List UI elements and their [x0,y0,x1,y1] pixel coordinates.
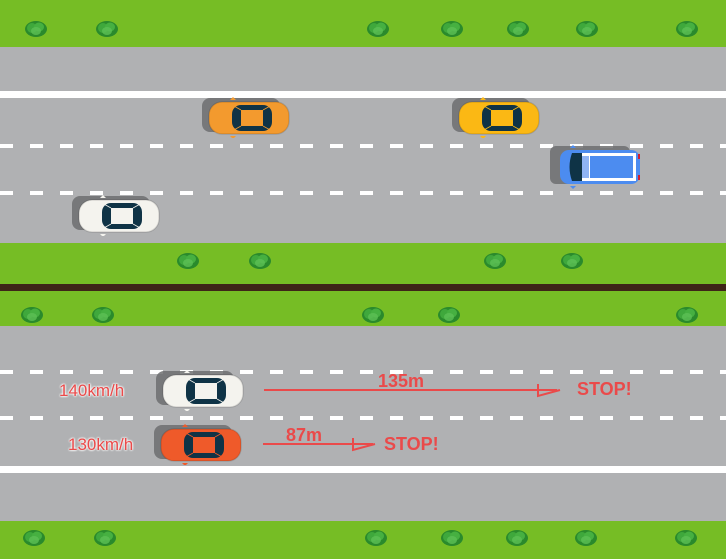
braking-arrow-fast [264,384,561,398]
arrow-head [352,438,376,452]
bush-icon [574,529,598,547]
bush-icon [575,20,599,38]
bush-icon [675,306,699,324]
bush-icon [176,252,200,270]
top-road-edge-line [0,91,726,98]
comparison-car-fast [156,369,248,411]
bush-icon [248,252,272,270]
distance-label-fast: 135m [378,371,425,391]
bush-icon [505,529,529,547]
arrow-head [537,384,561,398]
bush-icon [440,20,464,38]
top-road-lane-dashes-1 [0,144,726,148]
bush-icon [366,20,390,38]
bush-icon [24,20,48,38]
bush-icon [506,20,530,38]
stop-label-fast: STOP! [577,379,632,399]
bush-icon [361,306,385,324]
bush-icon [22,529,46,547]
bush-icon [364,529,388,547]
top-road-lane-dashes-2 [0,191,726,195]
bush-icon [20,306,44,324]
bush-icon [440,529,464,547]
bush-icon [93,529,117,547]
blue-van [550,144,642,190]
bush-icon [675,20,699,38]
bush-icon [91,306,115,324]
bottom-road [0,326,726,521]
distance-label-slow: 87m [286,425,323,445]
white-car [72,194,164,236]
speed-label-slow: 130km/h [68,435,134,454]
middle-grass-strip-upper [0,243,726,284]
braking-arrow-slow [263,438,376,452]
bottom-grass-strip [0,521,726,559]
bush-icon [560,252,584,270]
bottom-road-edge-line [0,466,726,473]
stop-label-slow: STOP! [384,434,439,454]
bush-icon [95,20,119,38]
middle-grass-strip-lower [0,291,726,326]
bush-icon [437,306,461,324]
orange-car [202,96,294,138]
comparison-car-slow [154,423,246,465]
top-grass-strip [0,0,726,47]
speed-label-fast: 140km/h [59,381,125,400]
median-divider [0,284,726,291]
bush-icon [483,252,507,270]
bottom-road-lane-dashes-2 [0,416,726,420]
bottom-road-lane-dashes-1 [0,370,726,374]
bush-icon [674,529,698,547]
yellow-car [452,96,544,138]
